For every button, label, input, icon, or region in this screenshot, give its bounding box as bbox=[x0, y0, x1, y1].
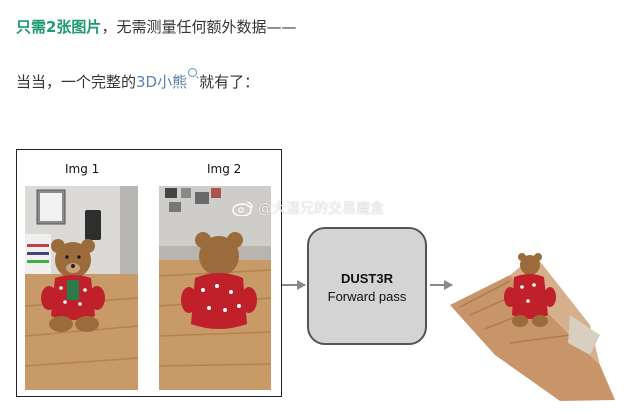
teddy-bear-photo-front bbox=[25, 186, 138, 390]
dust3r-model-box: DUST3R Forward pass bbox=[307, 227, 427, 345]
teddy-bear-photo-back bbox=[159, 186, 271, 390]
arrow-to-model bbox=[282, 280, 306, 290]
intro-highlight: 只需2张图片 bbox=[16, 18, 102, 36]
model-title: DUST3R bbox=[340, 271, 393, 286]
3d-reconstruction-output bbox=[450, 253, 615, 401]
intro-rest: ，无需测量任何额外数据—— bbox=[101, 18, 297, 36]
dust3r-figure: Img 1 Img 2 bbox=[0, 145, 633, 414]
3d-bear-link[interactable]: 3D小熊 bbox=[136, 73, 188, 91]
input-images-panel: Img 1 Img 2 bbox=[16, 149, 282, 397]
model-subtitle: Forward pass bbox=[327, 289, 407, 304]
watermark-text: @大湿兄的交易魔盒 bbox=[258, 201, 384, 217]
result-sentence: 当当，一个完整的3D小熊就有了： bbox=[16, 68, 259, 92]
img2-label: Img 2 bbox=[207, 162, 242, 176]
weibo-watermark: @大湿兄的交易魔盒 bbox=[232, 198, 384, 218]
result-prefix: 当当，一个完整的 bbox=[16, 73, 137, 91]
result-suffix: 就有了： bbox=[199, 73, 260, 91]
arrow-to-output bbox=[430, 280, 453, 290]
intro-sentence: 只需2张图片，无需测量任何额外数据—— bbox=[16, 17, 296, 37]
weibo-logo-icon bbox=[232, 201, 253, 216]
search-icon[interactable] bbox=[188, 68, 198, 77]
img1-label: Img 1 bbox=[65, 162, 100, 176]
